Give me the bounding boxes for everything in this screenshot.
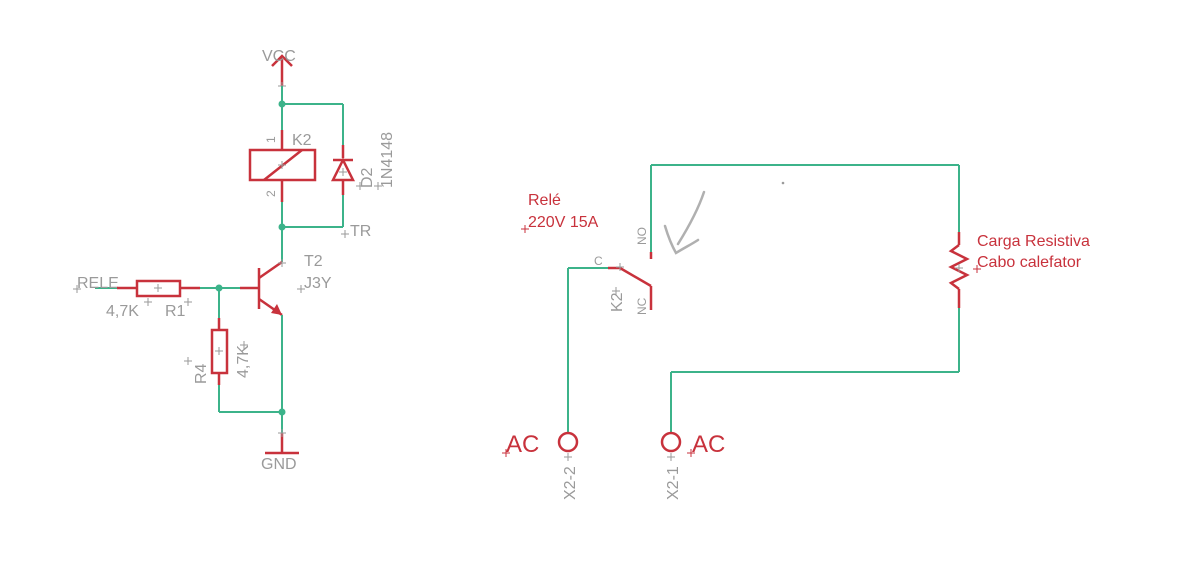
relay-label-line1: Relé xyxy=(528,192,561,209)
terminal-x2-1 xyxy=(660,431,695,461)
junction-base xyxy=(215,284,223,292)
vcc-label: VCC xyxy=(262,48,296,65)
terminal-x2-2 xyxy=(502,431,579,461)
tr-net-wires xyxy=(281,195,344,262)
contact-pin-no: NO xyxy=(635,227,649,245)
coil-pin1-label: 1 xyxy=(264,136,278,143)
transistor-value-label: J3Y xyxy=(304,275,332,292)
contact-pin-nc: NC xyxy=(635,297,649,315)
diode-name-label: D2 xyxy=(359,167,376,188)
diode-value-label: 1N4148 xyxy=(379,132,396,188)
load-wires xyxy=(567,164,960,432)
relay-contact xyxy=(608,252,653,310)
rele-net-label: RELE xyxy=(77,275,119,292)
transistor-name-label: T2 xyxy=(304,253,323,270)
junction-gnd xyxy=(278,408,286,416)
contact-pin-c: C xyxy=(594,254,603,268)
r4-value-label: 4,7K xyxy=(235,345,252,378)
resistor-r4 xyxy=(184,318,248,385)
gnd-label: GND xyxy=(261,456,297,473)
contact-name-label: K2 xyxy=(609,292,626,312)
junction-vcc xyxy=(278,100,286,108)
junction-tr xyxy=(278,223,286,231)
relay-label-line2: 220V 15A xyxy=(528,214,599,231)
terminal-x2-2-name: X2-2 xyxy=(562,466,579,500)
transistor xyxy=(240,259,305,317)
load-label-line1: Carga Resistiva xyxy=(977,233,1090,250)
flyback-diode xyxy=(330,145,356,195)
r1-name-label: R1 xyxy=(165,303,186,320)
vcc-wires xyxy=(281,86,344,145)
tr-net-label: TR xyxy=(350,223,371,240)
resistor-r1 xyxy=(117,279,200,306)
coil-name-label: K2 xyxy=(292,132,312,149)
terminal-x2-1-name: X2-1 xyxy=(665,466,682,500)
r4-name-label: R4 xyxy=(193,363,210,384)
r1-value-label: 4,7K xyxy=(106,303,139,320)
coil-pin2-label: 2 xyxy=(264,190,278,197)
stray-dot xyxy=(781,181,785,185)
terminal-x2-1-value: AC xyxy=(692,431,725,458)
load-label-line2: Cabo calefator xyxy=(977,254,1082,271)
relay-coil xyxy=(248,130,317,202)
gnd-symbol xyxy=(265,429,299,455)
terminal-x2-2-value: AC xyxy=(506,431,539,458)
load-resistor xyxy=(948,232,970,308)
sketch-arrow xyxy=(663,190,706,255)
